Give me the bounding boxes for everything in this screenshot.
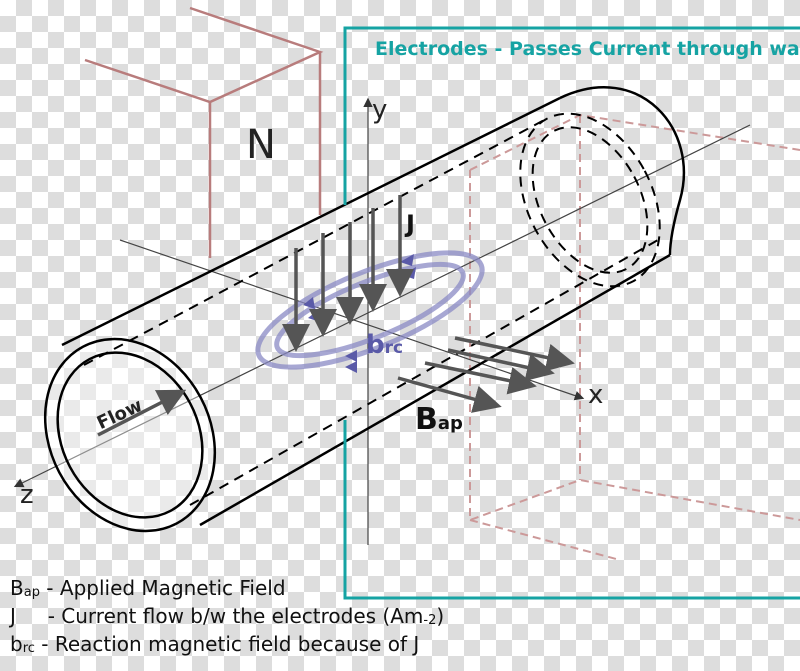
legend-text: - Current flow b/w the electrodes (Am — [15, 604, 424, 628]
north-magnet — [84, 6, 324, 258]
legend-text: - Applied Magnetic Field — [39, 576, 286, 600]
reaction-field-loops — [255, 250, 485, 370]
legend-item-bap: Bap - Applied Magnetic Field — [10, 576, 286, 600]
current-arrows — [282, 195, 414, 352]
legend-symbol: B — [10, 576, 24, 600]
legend-symbol-sub: rc — [22, 641, 35, 656]
z-axis-label: z — [20, 480, 34, 510]
legend-text: - Reaction magnetic field because of J — [34, 632, 420, 656]
bap-main: B — [415, 402, 438, 437]
legend-unit-sub: -2 — [423, 613, 437, 628]
x-axis-label: x — [588, 380, 604, 410]
brc-main: b — [366, 330, 385, 360]
legend-symbol: J — [10, 604, 16, 628]
flow-arrow — [97, 389, 187, 437]
legend-item-j: J - Current flow b/w the electrodes (Am-… — [10, 604, 444, 628]
bap-label: Bap — [415, 402, 463, 437]
applied-field-arrows — [397, 336, 575, 413]
brc-sub: rc — [384, 338, 404, 358]
legend-symbol-sub: ap — [23, 585, 40, 600]
electrode-wires — [343, 26, 800, 600]
magnet-north-label: N — [246, 122, 276, 168]
legend-item-brc: brc - Reaction magnetic field because of… — [10, 632, 419, 656]
J-label: J — [406, 210, 415, 238]
brc-label: brc — [366, 330, 403, 360]
electrodes-label: Electrodes - Passes Current through wate… — [375, 38, 800, 60]
legend-tail: ) — [436, 604, 445, 628]
pipe — [43, 86, 686, 533]
y-axis-label: y — [372, 95, 388, 125]
bap-sub: ap — [437, 413, 463, 434]
legend-symbol: b — [10, 632, 23, 656]
